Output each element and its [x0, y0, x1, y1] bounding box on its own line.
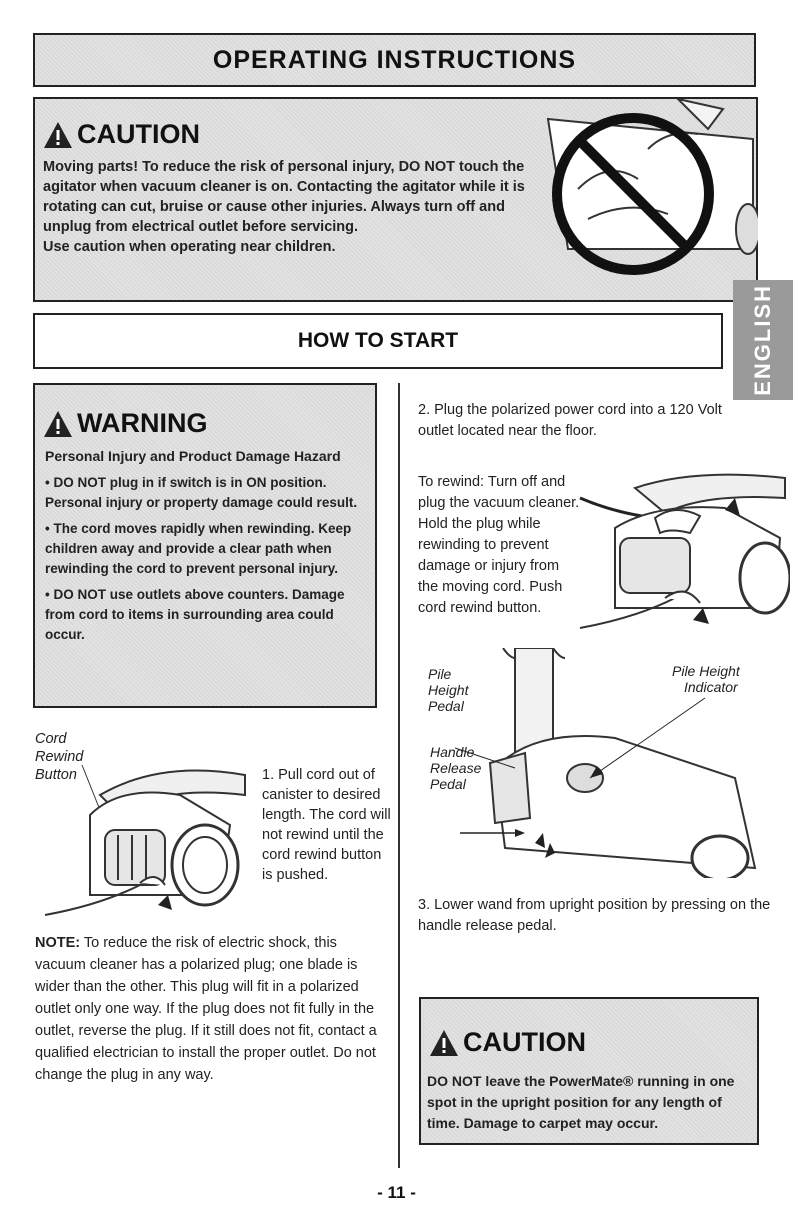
language-tab: ENGLISH	[733, 280, 793, 400]
upright-powermate-illustration	[454, 648, 757, 878]
polarized-plug-note: NOTE: To reduce the risk of electric sho…	[35, 932, 390, 1086]
bottom-caution-box: CAUTION DO NOT leave the PowerMate® runn…	[419, 997, 759, 1145]
label-line: Pedal	[428, 698, 464, 714]
cord-rewind-button-label: Cord Rewind Button	[35, 730, 83, 784]
section-title: HOW TO START	[297, 329, 459, 352]
cord-label-line: Button	[35, 767, 77, 783]
warning-box: WARNING Personal Injury and Product Dama…	[33, 383, 377, 708]
rewind-label: To rewind:	[418, 474, 485, 490]
bottom-caution-title: CAUTION	[463, 1027, 586, 1057]
cord-rewind-illustration	[44, 764, 246, 916]
warning-item: • DO NOT plug in if switch is in ON posi…	[45, 475, 358, 510]
warning-triangle-icon	[44, 121, 72, 148]
step-3-text: 3. Lower wand from upright position by p…	[418, 897, 771, 934]
no-touch-agitator-illustration	[546, 99, 758, 275]
label-line: Height	[428, 682, 469, 698]
warning-subtitle: Personal Injury and Product Damage Hazar…	[45, 448, 341, 464]
handle-release-pedal-label: Handle Release Pedal	[430, 744, 481, 792]
page-header: OPERATING INSTRUCTIONS	[33, 33, 756, 87]
page-header-title: OPERATING INSTRUCTIONS	[212, 45, 577, 74]
page-number: - 11 -	[377, 1183, 416, 1202]
rewind-text: Turn off and plug the vacuum cleaner. Ho…	[418, 474, 580, 616]
section-heading-box: HOW TO START	[33, 313, 723, 369]
rewind-illustration	[579, 473, 790, 629]
warning-item: • DO NOT use outlets above counters. Dam…	[45, 587, 345, 642]
top-caution-paragraph: Use caution when operating near children…	[43, 239, 336, 255]
bottom-caution-body: DO NOT leave the PowerMate® running in o…	[427, 1073, 735, 1131]
top-caution-title: CAUTION	[77, 119, 200, 149]
warning-triangle-icon	[44, 410, 72, 437]
bottom-caution-heading: CAUTION	[429, 1027, 586, 1058]
pile-height-pedal-label: Pile Height Pedal	[428, 666, 468, 714]
top-caution-body: Moving parts! To reduce the risk of pers…	[43, 157, 543, 257]
label-line: Pile Height	[672, 663, 740, 679]
label-line: Release	[430, 760, 482, 776]
top-caution-box: CAUTION Moving parts! To reduce the risk…	[33, 97, 758, 302]
warning-triangle-icon	[430, 1029, 458, 1056]
warning-heading: WARNING	[43, 408, 208, 439]
label-line: Indicator	[684, 679, 738, 695]
step-1-text: 1. Pull cord out of canister to desired …	[262, 767, 391, 883]
step-2-text: 2. Plug the polarized power cord into a …	[418, 402, 722, 439]
pile-height-indicator-label: Pile Height Indicator	[672, 663, 740, 695]
label-line: Pedal	[430, 776, 466, 792]
language-tab-label: ENGLISH	[750, 284, 775, 396]
top-caution-paragraph: Moving parts! To reduce the risk of pers…	[43, 159, 525, 235]
column-divider	[398, 383, 400, 1168]
note-text: To reduce the risk of electric shock, th…	[35, 935, 377, 1083]
cord-label-line: Cord	[35, 731, 67, 747]
warning-items: • DO NOT plug in if switch is in ON posi…	[45, 473, 370, 651]
rewind-instructions: To rewind: Turn off and plug the vacuum …	[418, 472, 580, 619]
label-line: Handle	[430, 744, 475, 760]
top-caution-heading: CAUTION	[43, 119, 200, 150]
label-line: Pile	[428, 666, 452, 682]
note-label: NOTE:	[35, 935, 81, 951]
cord-label-line: Rewind	[35, 749, 84, 765]
warning-item: • The cord moves rapidly when rewinding.…	[45, 521, 352, 576]
warning-title: WARNING	[77, 408, 208, 438]
